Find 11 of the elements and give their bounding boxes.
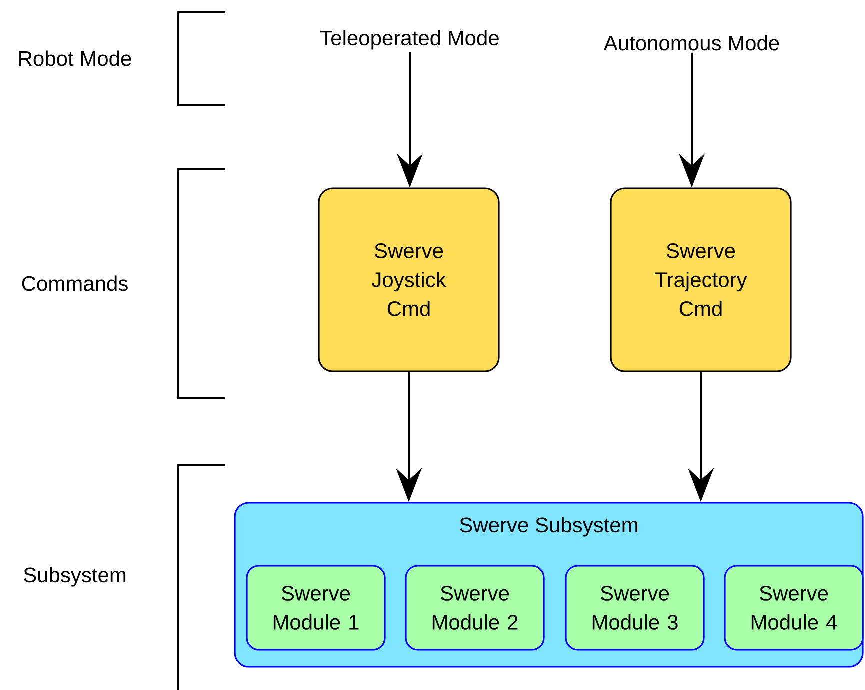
module-box: Swerve Module 1 [246,565,386,651]
mode-label: Teleoperated Mode [320,30,499,50]
module-box: Swerve Module 3 [565,565,705,651]
mode-label: Autonomous Mode [604,35,780,51]
layer-label: Robot Mode [20,50,132,66]
command-box: Swerve Joystick Cmd [318,188,500,372]
command-box: Swerve Trajectory Cmd [610,188,792,372]
module-box: Swerve Module 2 [405,565,545,651]
layer-label: Subsystem [24,567,126,587]
layer-label: Commands [22,276,128,292]
module-box: Swerve Module 4 [724,565,864,651]
